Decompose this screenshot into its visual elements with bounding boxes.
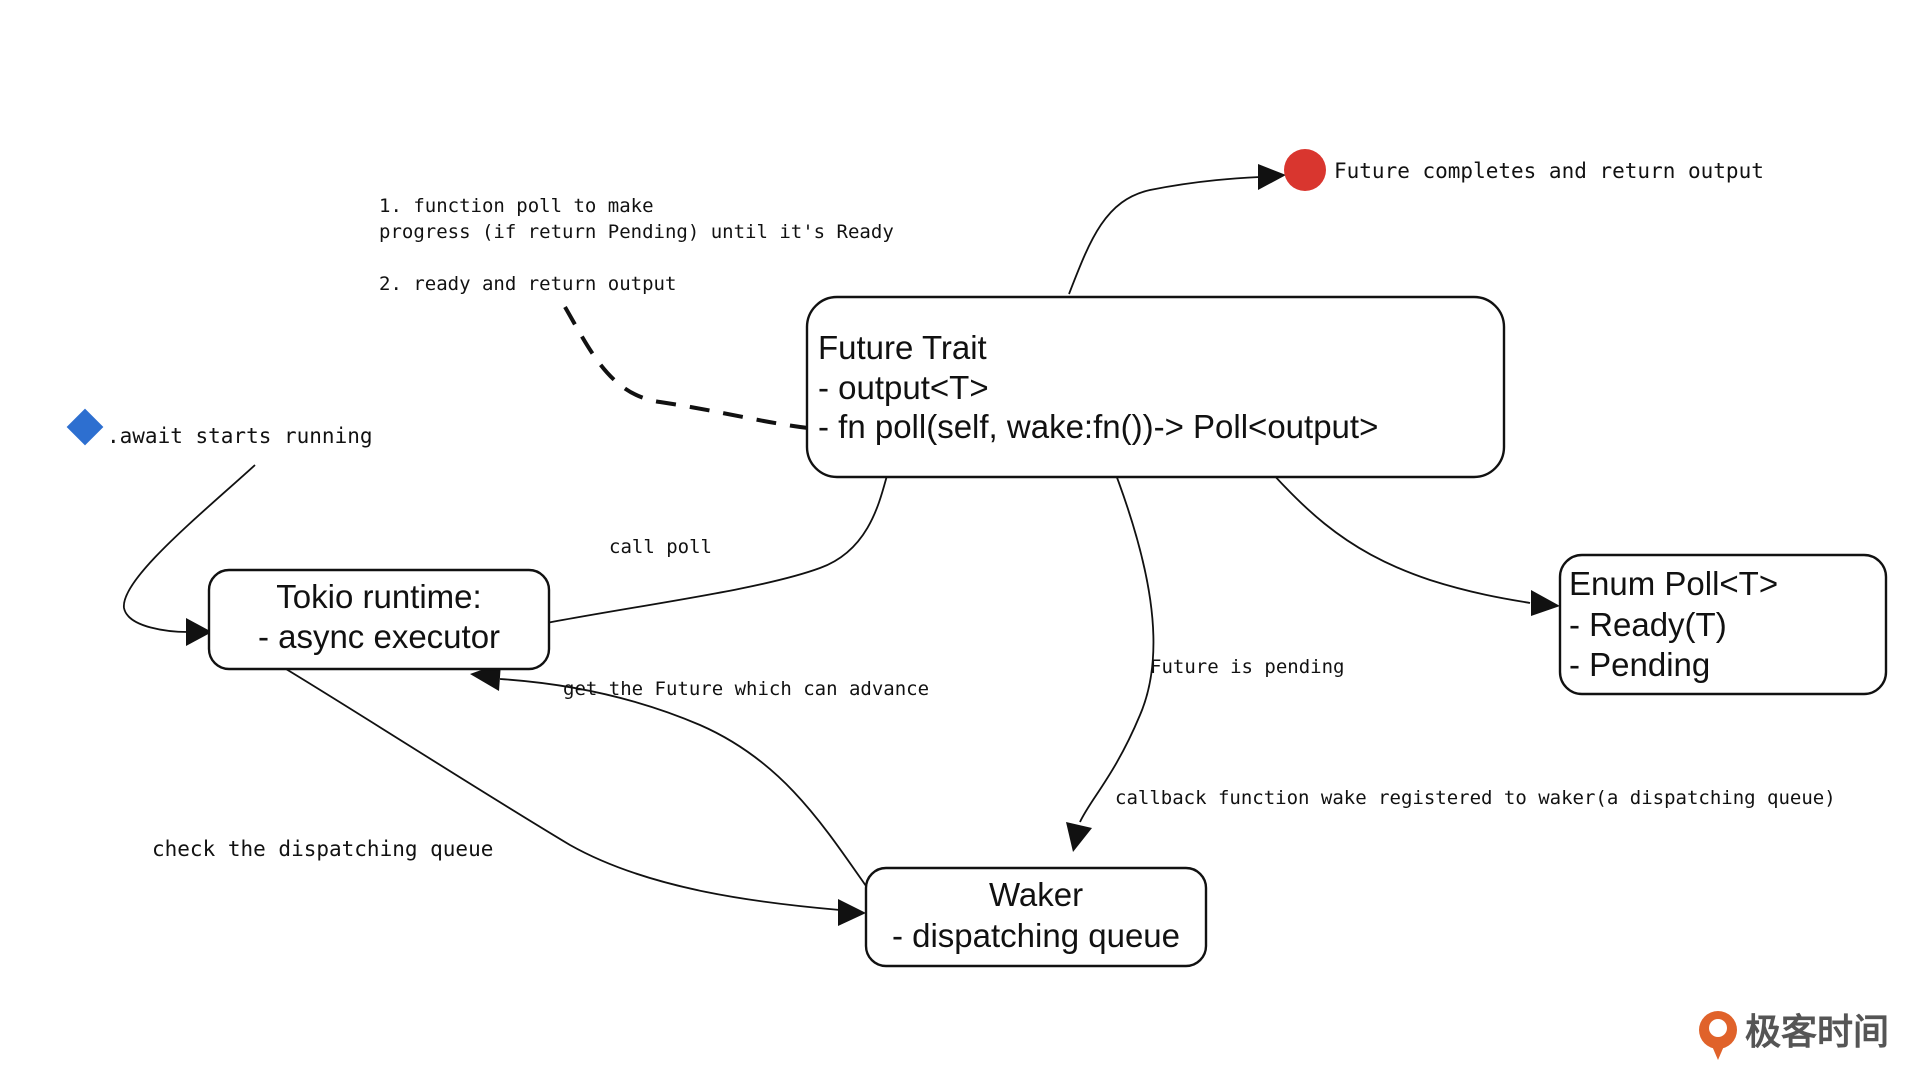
future-trait-title: Future Trait	[818, 329, 987, 366]
note-line-1: 1. function poll to make	[379, 195, 654, 217]
waker-queue: - dispatching queue	[892, 917, 1180, 954]
edge-start-to-tokio	[123, 464, 256, 633]
edge-future-to-enum	[1245, 443, 1531, 604]
edge-call-poll	[540, 471, 889, 625]
label-get-future: get the Future which can advance	[563, 678, 929, 700]
future-trait-output: - output<T>	[818, 369, 989, 406]
enum-poll-ready: - Ready(T)	[1569, 606, 1727, 643]
arrowhead-tokio-left	[186, 618, 212, 646]
enum-poll-pending: - Pending	[1569, 646, 1710, 683]
arrowhead-waker-top	[1066, 822, 1092, 852]
end-circle-icon	[1284, 149, 1326, 191]
label-start: .await starts running	[107, 424, 373, 448]
label-end: Future completes and return output	[1334, 159, 1764, 183]
arrowhead-end	[1258, 164, 1286, 190]
node-future-trait: Future Trait - output<T> - fn poll(self,…	[805, 295, 1506, 479]
enum-poll-title: Enum Poll<T>	[1569, 565, 1778, 602]
edge-future-to-end	[1068, 176, 1261, 295]
tokio-runtime-title: Tokio runtime:	[276, 578, 481, 615]
note-line-2: progress (if return Pending) until it's …	[379, 221, 894, 243]
arrowhead-enum	[1531, 590, 1560, 616]
edge-check-queue	[285, 668, 841, 911]
edge-note-dashed	[563, 305, 809, 430]
label-future-pending: Future is pending	[1150, 656, 1344, 678]
geektime-logo-icon	[1699, 1011, 1737, 1060]
label-callback: callback function wake registered to wak…	[1115, 787, 1836, 809]
geektime-logo: 极客时间	[1699, 1011, 1889, 1060]
note-line-3: 2. ready and return output	[379, 273, 676, 295]
node-enum-poll: Enum Poll<T> - Ready(T) - Pending	[1558, 553, 1888, 696]
future-trait-poll: - fn poll(self, wake:fn())-> Poll<output…	[818, 408, 1378, 445]
label-check-queue: check the dispatching queue	[152, 837, 493, 861]
label-call-poll: call poll	[609, 536, 712, 558]
edge-get-future	[499, 678, 867, 887]
tokio-runtime-executor: - async executor	[258, 618, 500, 655]
node-tokio-runtime: Tokio runtime: - async executor	[207, 568, 551, 671]
edge-future-to-waker	[1079, 453, 1155, 823]
waker-title: Waker	[989, 876, 1083, 913]
logo-text: 极客时间	[1745, 1012, 1889, 1053]
arrowhead-waker-left	[838, 899, 866, 926]
start-diamond-icon	[66, 408, 104, 446]
node-waker: Waker - dispatching queue	[864, 866, 1208, 968]
